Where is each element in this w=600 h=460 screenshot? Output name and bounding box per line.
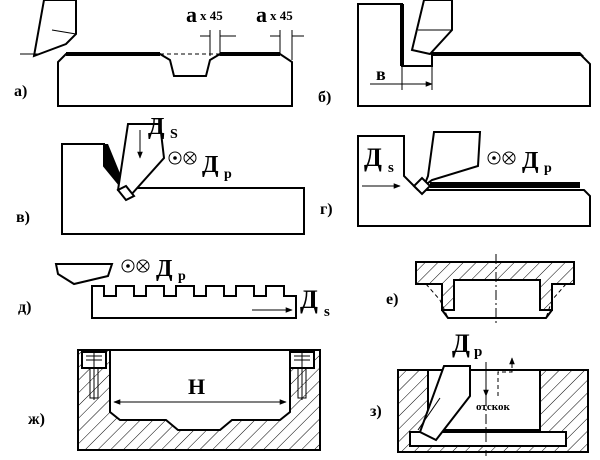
rot-sub-v: р bbox=[224, 167, 232, 182]
rotation-cross-lines-d bbox=[138, 261, 148, 271]
rot-sym-z: Д bbox=[452, 329, 470, 358]
chamfer-dim-lines-right bbox=[270, 30, 304, 60]
tool-tip-g bbox=[412, 176, 432, 196]
dim-label-zh: Н bbox=[188, 374, 205, 399]
panel-a: a х 45 a х 45 а) bbox=[14, 0, 304, 107]
chamfer-sym-left: a bbox=[186, 2, 197, 27]
rotation-cross-icon-g bbox=[502, 151, 516, 165]
feed-sym-d: Д bbox=[300, 285, 318, 314]
cutting-tool-v bbox=[116, 123, 166, 198]
surface-layer-b bbox=[400, 4, 584, 66]
cutting-tool-a bbox=[32, 0, 77, 58]
rotation-dot-center-v bbox=[173, 156, 177, 160]
workpiece-e bbox=[415, 261, 575, 311]
panel-b-label: б) bbox=[318, 89, 331, 106]
rotation-dot-icon-g bbox=[487, 151, 501, 165]
panel-d-label: д) bbox=[18, 299, 31, 316]
chamfer-rest-right: х 45 bbox=[270, 8, 293, 23]
rotation-dot-center-g bbox=[492, 156, 496, 160]
feed-sym-g: Д bbox=[364, 143, 382, 172]
panel-g-label: г) bbox=[320, 201, 333, 218]
tool-edge-a bbox=[51, 29, 77, 35]
clamp-bolt-left bbox=[86, 352, 102, 400]
clamp-left bbox=[81, 351, 107, 400]
base-plate-z bbox=[409, 431, 567, 447]
clamp-right bbox=[289, 351, 315, 400]
rotation-dot-icon-v bbox=[168, 151, 182, 165]
panel-z: Д р отскок з) bbox=[370, 329, 589, 456]
panel-zh: Н ж) bbox=[28, 349, 321, 451]
panel-g: Д s Д р г) bbox=[320, 131, 591, 227]
chamfer-rest-left: х 45 bbox=[200, 8, 223, 23]
rotation-cross-lines-v bbox=[185, 153, 195, 163]
workpiece-v bbox=[61, 143, 305, 235]
cutting-tool-g bbox=[421, 131, 482, 189]
panel-zh-label: ж) bbox=[28, 411, 45, 428]
chamfer-bottom-e bbox=[441, 309, 553, 319]
cutting-tool-b bbox=[410, 0, 453, 56]
clamp-shank-right bbox=[297, 368, 307, 399]
panel-e: е) bbox=[386, 254, 575, 324]
rotation-cross-icon-d bbox=[136, 259, 150, 273]
finished-profile-e bbox=[425, 283, 567, 319]
slot-dim-ext bbox=[401, 66, 433, 90]
panel-e-label: е) bbox=[386, 291, 398, 308]
rotation-cross-icon-v bbox=[183, 151, 197, 165]
rot-sub-z: р bbox=[474, 344, 482, 360]
retract-arrow-z bbox=[497, 357, 515, 396]
panel-a-label: а) bbox=[14, 83, 27, 100]
clamp-bolt-right bbox=[294, 352, 310, 400]
feed-sub-d: s bbox=[324, 304, 330, 320]
chamfer-sym-right: a bbox=[256, 2, 267, 27]
rot-sub-d: р bbox=[178, 269, 186, 284]
cavity-zh bbox=[109, 349, 291, 431]
panel-v: Д S Д р в) bbox=[16, 114, 305, 235]
rot-sub-g: р bbox=[544, 161, 552, 176]
clamp-shank-left bbox=[89, 368, 99, 399]
rotation-dot-center-d bbox=[126, 264, 130, 268]
feed-sym-v: Д bbox=[148, 114, 165, 140]
tool-tip-v bbox=[116, 184, 136, 202]
workpiece-d bbox=[91, 285, 297, 319]
chamfer-dim-lines-left bbox=[200, 30, 236, 56]
tool-edge-z bbox=[417, 397, 441, 431]
rot-sym-g: Д bbox=[522, 148, 539, 174]
panel-b: в б) bbox=[318, 0, 591, 107]
surface-layer-g bbox=[430, 182, 580, 188]
panel-z-label: з) bbox=[370, 403, 382, 420]
panel-d: Д s Д р д) bbox=[18, 256, 330, 320]
rot-sym-v: Д bbox=[202, 152, 219, 178]
feed-sub-g: s bbox=[388, 160, 394, 176]
retract-note-z: отскок bbox=[476, 401, 510, 413]
panel-v-label: в) bbox=[16, 209, 30, 226]
rotation-dot-icon-d bbox=[121, 259, 135, 273]
feed-sub-v: S bbox=[170, 127, 178, 142]
rot-sym-d: Д bbox=[156, 256, 173, 282]
cutting-tool-d bbox=[54, 263, 114, 286]
surface-layer-a bbox=[66, 52, 280, 56]
workpiece-b bbox=[357, 3, 591, 107]
slot-width-label: в bbox=[376, 64, 386, 84]
workpiece-a bbox=[57, 53, 293, 107]
rotation-cross-lines-g bbox=[504, 153, 514, 163]
